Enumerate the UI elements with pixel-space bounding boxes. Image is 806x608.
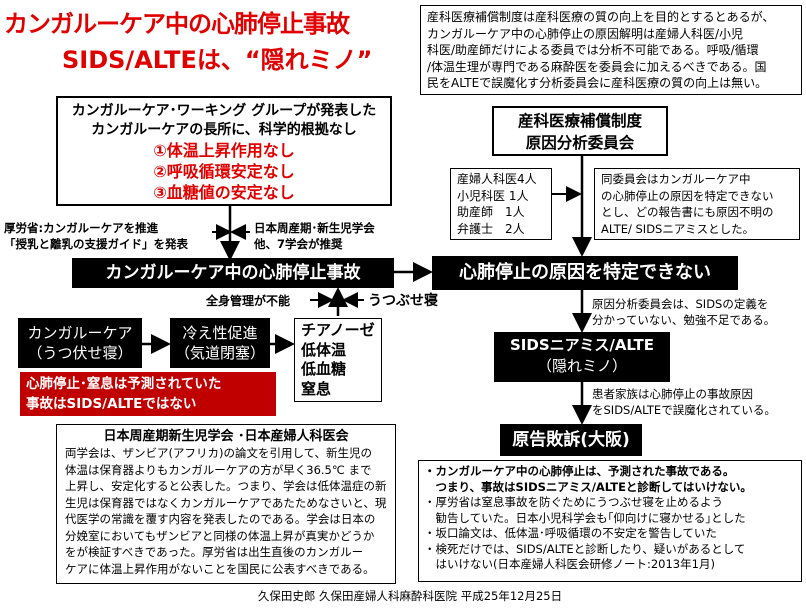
conclusion-line: 検死だけでは、SIDS/ALTEと診断したり、疑いがあるとして	[435, 541, 746, 556]
red-banner-line: 心肺停止･窒息は予測されていた	[26, 376, 222, 392]
bullet: ・	[424, 464, 436, 478]
conclusion-line: 勧告していた。日本小児科学会も｢仰向けに寝かせる｣とした	[435, 510, 746, 525]
red-banner-line: 事故はSIDS/ALTEではない	[26, 396, 197, 412]
red-banner: 心肺停止･窒息は予測されていた 事故はSIDS/ALTEではない	[20, 372, 276, 416]
conclusion-item: ・ 坂口論文は、低体温･呼吸循環の不安定を警告していた	[424, 526, 796, 542]
conclusion-box: ・ カンガルーケア中の心肺停止は、予測された事故である。 つまり、事故はSIDS…	[418, 460, 802, 582]
society-line: 分娩室においてもザンビアと同様の体温上昇が真実かどうか	[65, 528, 375, 543]
society-heading: 日本周産期新生児学会 ･日本産婦人科医会	[103, 429, 349, 444]
definition-note-line: 原因分析委員会は、SIDSの定義を	[592, 297, 769, 311]
conclusion-item: ・ カンガルーケア中の心肺停止は、予測された事故である。 つまり、事故はSIDS…	[424, 464, 796, 495]
conclusion-line: 厚労省は窒息事故を防ぐためにうつぶせ寝を止めるよう	[435, 495, 724, 509]
working-group-box: カンガルーケア･ワーキング グループが発表した カンガルーケアの長所に、科学的根…	[56, 96, 392, 206]
sids-line: （隠れミノ）	[536, 357, 627, 375]
kc-prone-line: カンガルーケア	[27, 324, 133, 342]
family-note-line: をSIDS/ALTEで誤魔化されている。	[592, 403, 776, 417]
wg-red-item: ①体温上昇作用なし	[153, 141, 295, 160]
family-note-line: 患者家族は心肺停止の事故原因	[592, 387, 753, 401]
committee-note-line: とし、どの報告書にも原因不明の	[601, 205, 774, 219]
no-management-text: 全身管理が不能	[206, 294, 291, 308]
symptom-item: 低血糖	[301, 360, 347, 378]
cannot-identify-box: 心肺停止の原因を特定できない	[432, 256, 738, 290]
society-line: 体温は保育器よりもカンガルーケアの方が早く36.5℃ まで	[65, 462, 372, 477]
perinatal-text: 日本周産期･新生児学会 他、7学会が推奨	[254, 220, 414, 252]
footer: 久保田史郎 久保田産婦人科麻酔科医院 平成25年12月25日	[257, 589, 563, 603]
definition-note-line: 分かっていない、勉強不足である。	[592, 313, 776, 327]
wg-red-item: ②呼吸循環安定なし	[153, 162, 295, 181]
conclusion-line: カンガルーケア中の心肺停止は、予測された事故である。	[435, 464, 735, 478]
kc-prone-line: （うつ伏せ寝）	[27, 344, 133, 362]
cooling-box: 冷え性促進 （気道閉塞）	[170, 318, 270, 368]
cooling-line: 冷え性促進	[182, 324, 258, 342]
symptoms-box: チアノーゼ 低体温 低血糖 窒息	[294, 318, 382, 402]
title-line1: カンガルーケア中の心肺停止事故	[4, 10, 350, 38]
symptom-item: チアノーゼ	[301, 321, 375, 339]
lawsuit-box: 原告敗訴(大阪)	[500, 424, 642, 456]
title-line2: SIDS/ALTEは、“隠れミノ”	[62, 46, 373, 74]
sids-box: SIDSニアミス/ALTE （隠れミノ）	[494, 332, 670, 382]
perinatal-line: 他、7学会が推奨	[254, 237, 343, 251]
committee-note-line: の心肺停止の原因を特定できない	[601, 188, 774, 203]
wg-line: カンガルーケア･ワーキング グループが発表した	[71, 103, 377, 119]
committee-note-line: ALTE/ SIDSニアミスとした。	[601, 221, 755, 236]
bullet: ・	[424, 495, 436, 509]
society-line: 上昇し、安定化すると公表した。つまり、学会は低体温症の新	[65, 479, 387, 493]
conclusion-item: ・ 検死だけでは、SIDS/ALTEと診断したり、疑いがあるとして はいけない(…	[424, 542, 796, 573]
conclusion-line: 坂口論文は、低体温･呼吸循環の不安定を警告していた	[435, 526, 717, 540]
main-accident-box: カンガルーケア中の心肺停止事故	[72, 258, 394, 288]
top-note-line: カンガルーケア中の心肺停止の原因解明は産婦人科医/小児	[427, 26, 744, 41]
mhlw-line: 「授乳と離乳の支援ガイド」を発表	[4, 237, 188, 251]
top-note-line: 科医/助産師だけによる委員では分析不可能である。呼吸/循環	[427, 43, 759, 57]
committee-box: 産科医療補償制度 原因分析委員会	[492, 106, 668, 156]
committee-note-line: 同委員会はカンガルーケア中	[601, 172, 751, 186]
wg-line: カンガルーケアの長所に、科学的根拠なし	[91, 122, 357, 138]
top-note-line: /体温生理が専門である麻酔医を委員会に加えるべきである。国	[427, 59, 767, 74]
members-box: 産婦人科医4人 小児科医 1人 助産師 1人 弁護士 2人	[450, 168, 552, 240]
kc-prone-box: カンガルーケア （うつ伏せ寝）	[18, 318, 142, 368]
mhlw-text: 厚労省:カンガルーケアを推進 「授乳と離乳の支援ガイド」を発表	[4, 220, 216, 252]
top-note-line: 産科医療補償制度は産科医療の質の向上を目的とするとあるが、	[427, 10, 775, 24]
mhlw-line: 厚労省:カンガルーケアを推進	[4, 221, 159, 235]
cooling-line: （気道閉塞）	[174, 344, 265, 362]
member-line: 産婦人科医4人	[457, 172, 537, 186]
member-line: 弁護士 2人	[457, 221, 525, 236]
symptom-item: 低体温	[301, 340, 347, 359]
committee-note-box: 同委員会はカンガルーケア中 の心肺停止の原因を特定できない とし、どの報告書にも…	[594, 168, 800, 240]
bullet: ・	[424, 541, 436, 556]
society-line: 両学会は、ザンビア(アフリカ)の論文を引用して、新生児の	[65, 446, 373, 460]
committee-line: 産科医療補償制度	[517, 112, 642, 130]
committee-line: 原因分析委員会	[525, 134, 635, 152]
conclusion-item: ・ 厚労省は窒息事故を防ぐためにうつぶせ寝を止めるよう 勧告していた。日本小児科…	[424, 495, 796, 526]
top-note-line: 民をALTEで誤魔化す分析委員会に産科医療の質の向上は無い。	[427, 76, 768, 90]
definition-note: 原因分析委員会は、SIDSの定義を 分かっていない、勉強不足である。	[592, 296, 804, 328]
conclusion-line: つまり、事故はSIDSニアミス/ALTEと診断してはいけない。	[435, 479, 752, 494]
prone-text: うつぶせ寝	[368, 293, 438, 309]
society-line: 生児は保育器ではなくカンガルーケアであたためなさいと、現	[65, 495, 387, 510]
symptom-item: 窒息	[301, 379, 332, 398]
top-note-box: 産科医療補償制度は産科医療の質の向上を目的とするとあるが、 カンガルーケア中の心…	[420, 5, 802, 95]
member-line: 小児科医 1人	[457, 188, 529, 203]
sids-line: SIDSニアミス/ALTE	[510, 336, 654, 354]
perinatal-line: 日本周産期･新生児学会	[254, 221, 375, 235]
member-line: 助産師 1人	[457, 205, 525, 219]
society-line: をが検証すべきであった。厚労省は出生直後のカンガルー	[65, 545, 364, 559]
bullet: ・	[424, 526, 436, 540]
wg-red-item: ③血糖値の安定なし	[153, 183, 295, 202]
society-box: 日本周産期新生児学会 ･日本産婦人科医会 両学会は、ザンビア(アフリカ)の論文を…	[56, 424, 396, 584]
society-line: 代医学の常識を覆す内容を発表したのである。学会は日本の	[65, 512, 376, 526]
family-note: 患者家族は心肺停止の事故原因 をSIDS/ALTEで誤魔化されている。	[592, 386, 804, 418]
conclusion-line: はいけない(日本産婦人科医会研修ノート:2013年1月)	[435, 557, 715, 571]
society-line: ケアに体温上昇作用がないことを国民に公表すべきである。	[65, 561, 375, 576]
